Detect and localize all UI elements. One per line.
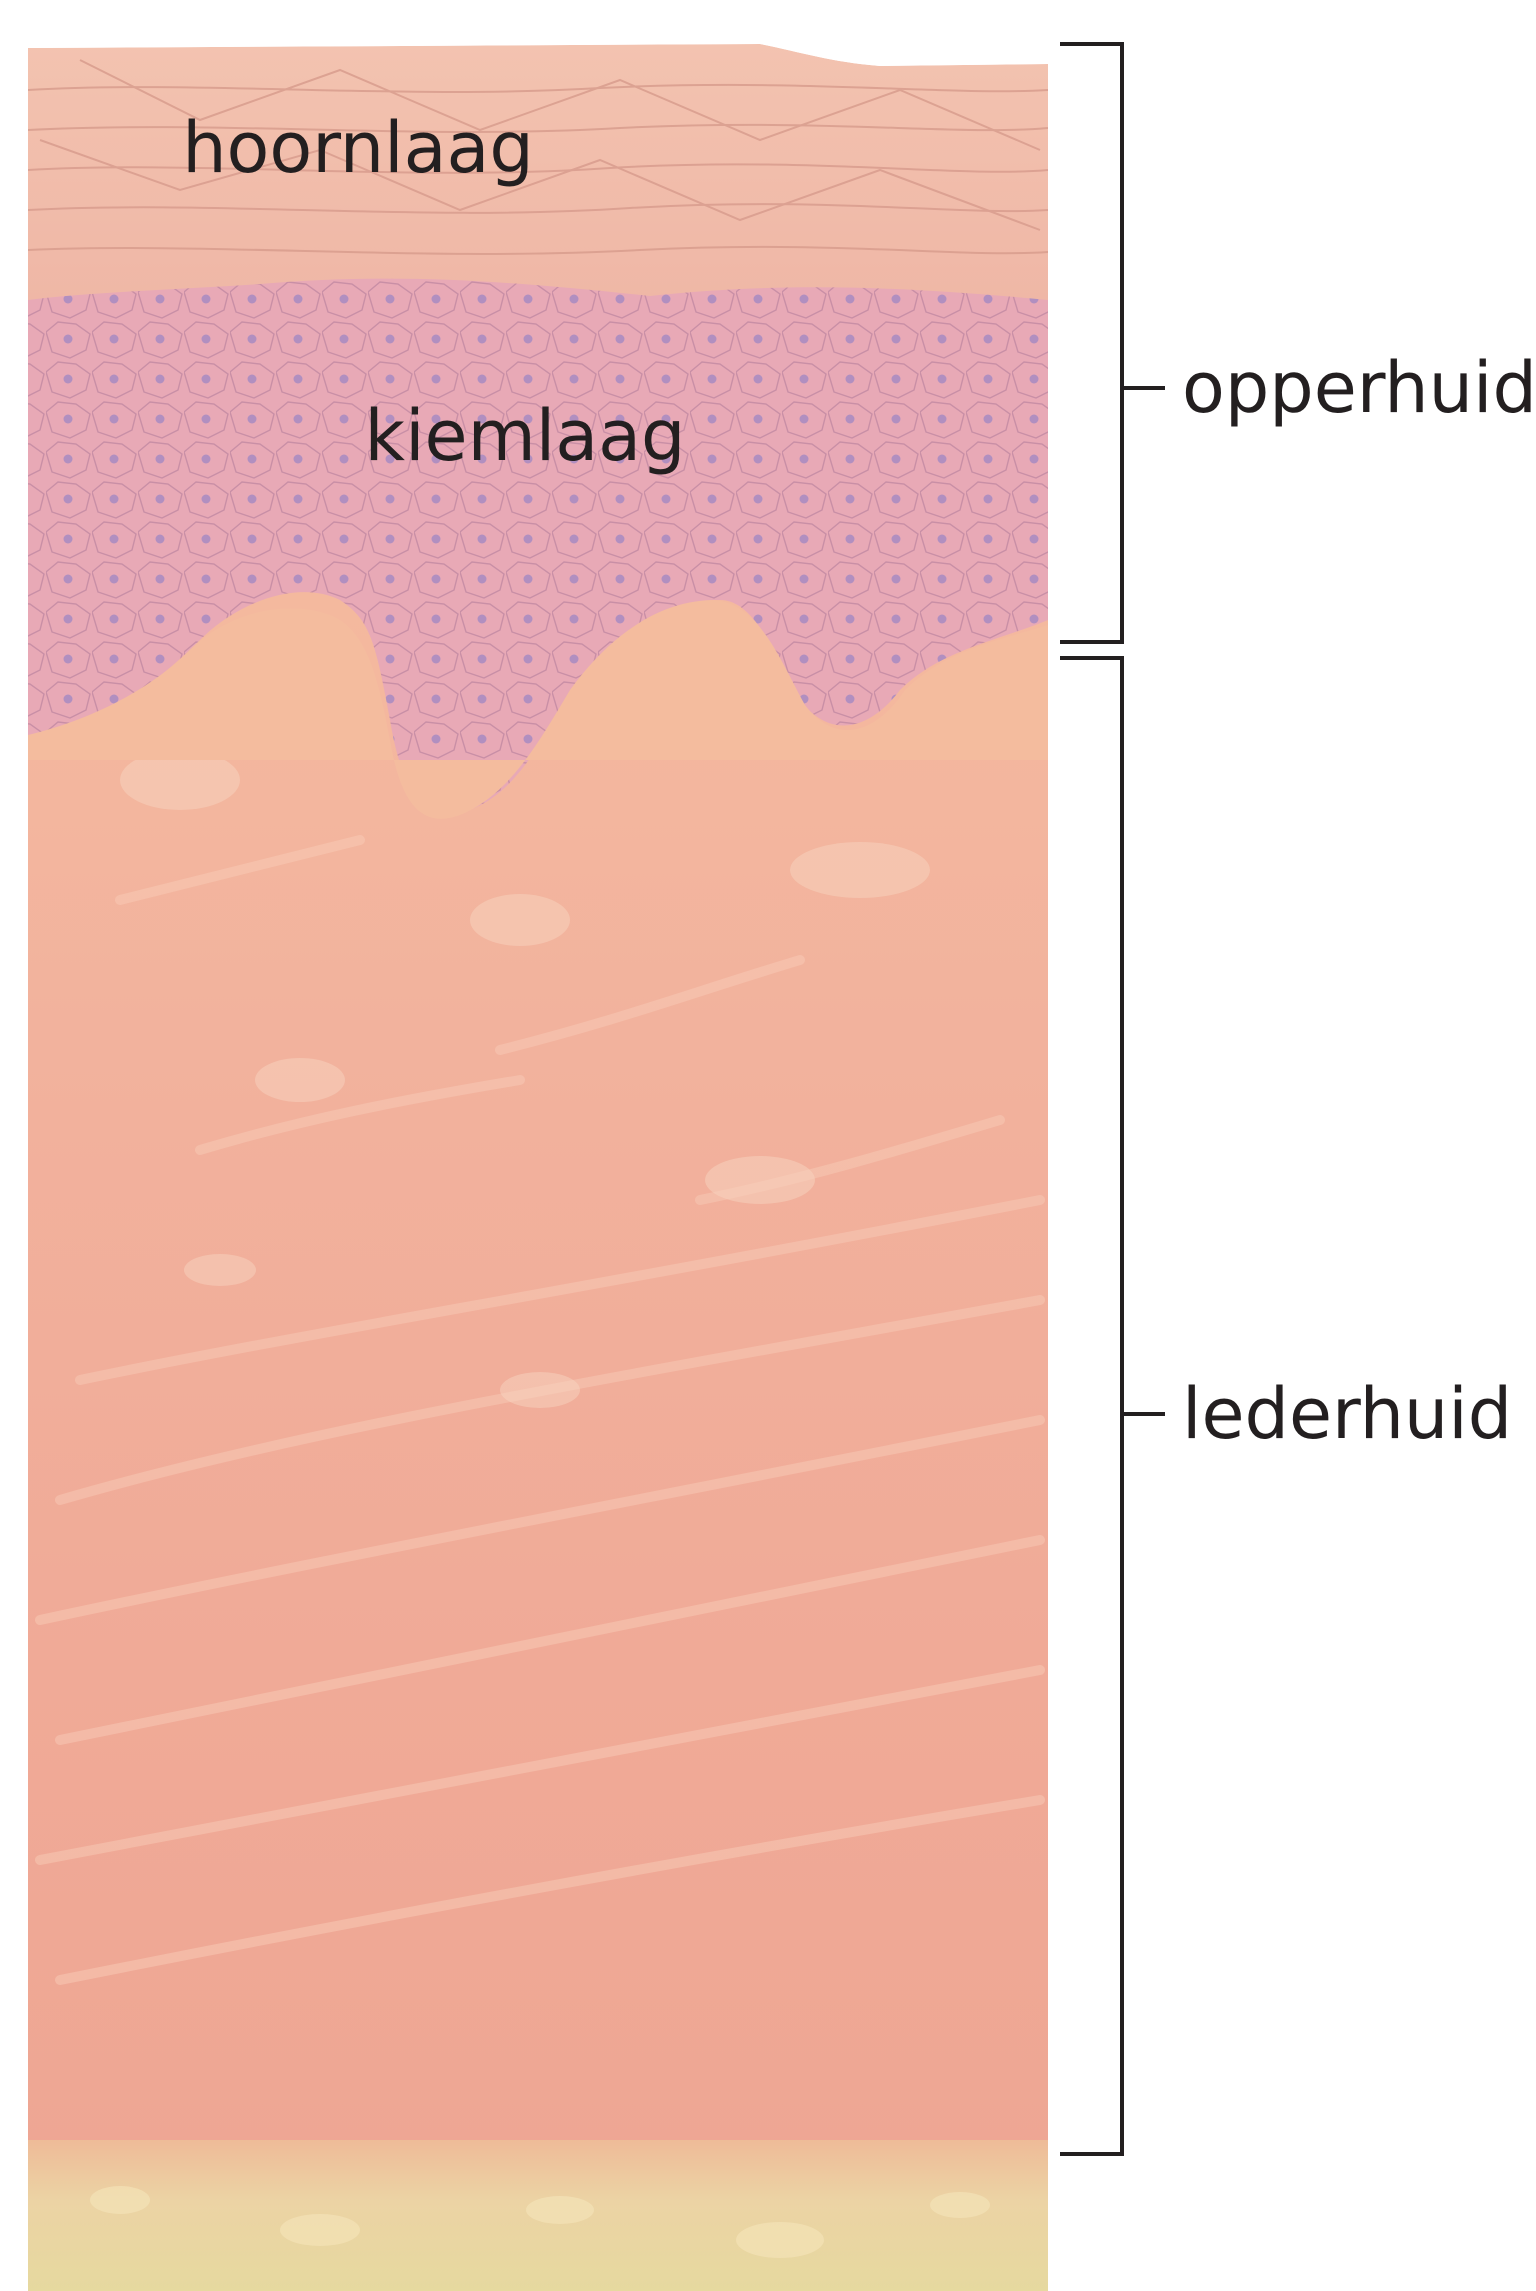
opperhuid-bracket: [1060, 44, 1165, 642]
lederhuid-bracket: [1060, 658, 1165, 2154]
label-opperhuid: opperhuid: [1182, 347, 1536, 429]
label-lederhuid: lederhuid: [1182, 1373, 1512, 1455]
label-kiemlaag: kiemlaag: [365, 395, 686, 477]
tissue-illustration: [28, 0, 1048, 2291]
label-hoornlaag: hoornlaag: [182, 107, 534, 189]
